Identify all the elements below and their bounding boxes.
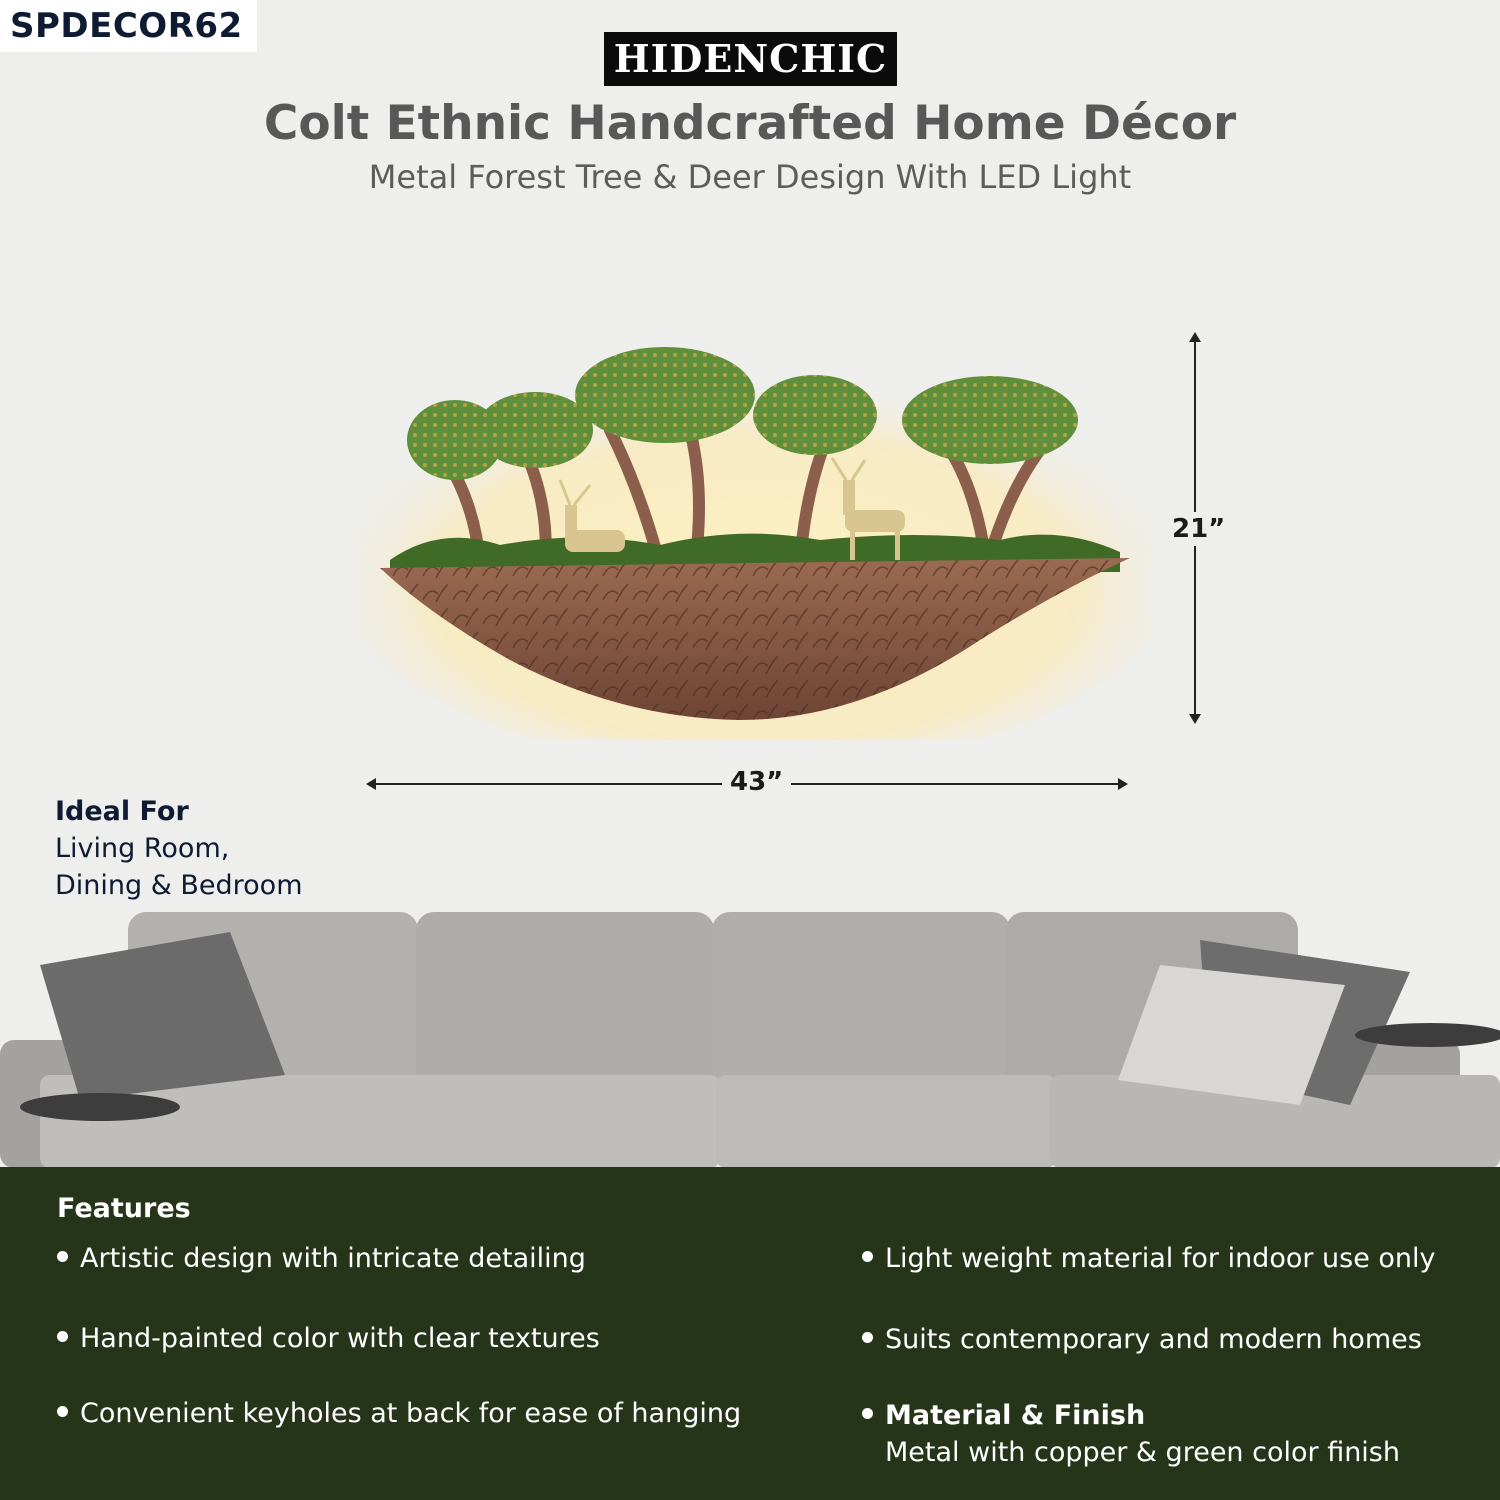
brand-logo: HIDENCHIC <box>604 32 897 86</box>
tree-foliage <box>407 347 1078 480</box>
ideal-for-line: Dining & Bedroom <box>55 870 303 901</box>
ideal-for-heading: Ideal For <box>55 796 189 827</box>
feature-item: Artistic design with intricate detailing <box>57 1243 586 1274</box>
bullet-icon <box>57 1251 68 1262</box>
material-heading: Material & Finish <box>885 1400 1146 1431</box>
material-text: Metal with copper & green color finish <box>885 1437 1400 1468</box>
bullet-icon <box>862 1251 873 1262</box>
bullet-icon <box>862 1408 873 1419</box>
wall-art-image <box>360 347 1150 740</box>
feature-text: Suits contemporary and modern homes <box>885 1324 1422 1355</box>
sofa-image <box>0 900 1500 1168</box>
bullet-icon <box>862 1332 873 1343</box>
feature-item-material: Material & Finish Metal with copper & gr… <box>862 1400 1400 1468</box>
product-subtitle: Metal Forest Tree & Deer Design With LED… <box>368 158 1132 196</box>
feature-text: Convenient keyholes at back for ease of … <box>80 1398 742 1429</box>
features-panel: Features Artistic design with intricate … <box>0 1167 1500 1500</box>
deer-figure-right <box>830 457 905 560</box>
feature-item: Convenient keyholes at back for ease of … <box>57 1398 741 1429</box>
feature-item: Suits contemporary and modern homes <box>862 1324 1422 1355</box>
sku-label: SPDECOR62 <box>0 0 257 52</box>
bullet-icon <box>57 1406 68 1417</box>
feature-item: Hand-painted color with clear textures <box>57 1323 600 1354</box>
feature-text: Artistic design with intricate detailing <box>80 1243 586 1274</box>
product-title: Colt Ethnic Handcrafted Home Décor <box>263 96 1237 151</box>
ideal-for-block: Ideal For Living Room, Dining & Bedroom <box>55 796 303 901</box>
feature-text: Hand-painted color with clear textures <box>80 1323 600 1354</box>
ideal-for-line: Living Room, <box>55 833 230 864</box>
width-dimension-label: 43” <box>722 767 792 797</box>
feature-text: Light weight material for indoor use onl… <box>885 1243 1436 1274</box>
bullet-icon <box>57 1331 68 1342</box>
deer-figure-left <box>558 479 625 552</box>
feature-item: Light weight material for indoor use onl… <box>862 1243 1436 1274</box>
height-dimension-label: 21” <box>1172 512 1226 546</box>
features-heading: Features <box>57 1193 191 1224</box>
